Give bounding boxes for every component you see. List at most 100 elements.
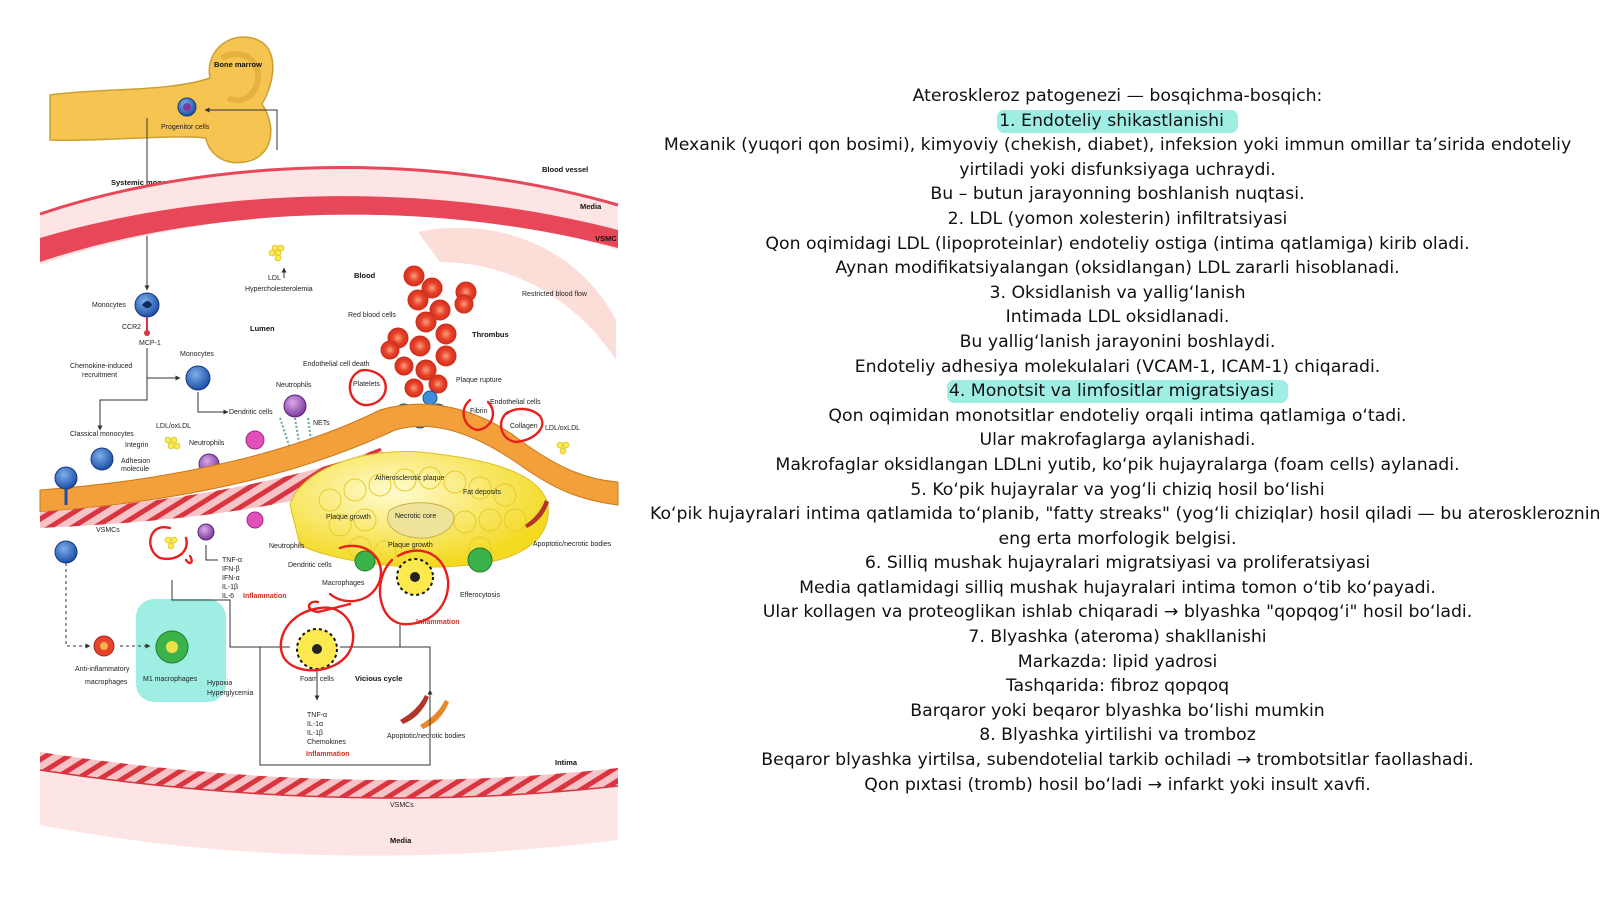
monocytes-label-2: Monocytes: [180, 351, 214, 358]
dendritic-cells-label-1: Dendritic cells: [229, 409, 273, 416]
atherosclerosis-diagram: Bone marrow Progenitor cells Systemic mo…: [39, 36, 619, 856]
note-line: Bu yallig‘lanish jarayonini boshlaydi.: [650, 330, 1585, 355]
thrombus-label: Thrombus: [472, 330, 509, 339]
cytokines-bottom: TNF-α IL-1α IL-1β Chemokines: [307, 712, 346, 746]
note-line: Qon pıxtasi (tromb) hosil bo‘ladi → infa…: [650, 773, 1585, 798]
media-bottom-label: Media: [390, 836, 412, 845]
note-line: eng erta morfologik belgisi.: [650, 527, 1585, 552]
note-text: Markazda: lipid yadrosi: [1017, 651, 1218, 672]
oxldl-particles: [164, 436, 570, 550]
note-line: Tashqarida: fibroz qopqoq: [650, 674, 1585, 699]
note-line: Endoteliy adhesiya molekulalari (VCAM-1,…: [650, 355, 1585, 380]
hypercholesterolemia-label: Hypercholesterolemia: [245, 286, 313, 293]
svg-text:IFN-β: IFN-β: [222, 566, 240, 573]
svg-text:TNF-α: TNF-α: [307, 712, 327, 719]
note-text: Makrofaglar oksidlangan LDLni yutib, ko‘…: [775, 454, 1460, 475]
highlighted-note-text: 4. Monotsit va limfositlar migratsiyasi: [946, 380, 1289, 404]
endothelium-layer: [39, 403, 619, 528]
note-line: Aynan modifikatsiyalangan (oksidlangan) …: [650, 256, 1585, 281]
note-text: 7. Blyashka (ateroma) shakllanishi: [968, 627, 1267, 648]
note-line: Ular kollagen va proteoglikan ishlab chi…: [650, 600, 1585, 625]
note-line: Media qatlamidagi silliq mushak hujayral…: [650, 576, 1585, 601]
note-line: 8. Blyashka yirtilishi va tromboz: [650, 723, 1585, 748]
note-line: 7. Blyashka (ateroma) shakllanishi: [650, 625, 1585, 650]
plaque-growth-label-1: Plaque growth: [326, 514, 371, 521]
note-text: Endoteliy adhesiya molekulalari (VCAM-1,…: [854, 356, 1381, 377]
neutrophils-label-1: Neutrophils: [276, 382, 312, 389]
note-text: Bu – butun jarayonning boshlanish nuqtas…: [930, 184, 1305, 205]
chemokine-recruitment-label-2: recruitment: [82, 372, 117, 379]
red-blood-cells: [380, 265, 477, 398]
fat-deposits-label: Fat deposits: [463, 489, 502, 496]
red-ink-annotations: [149, 368, 544, 672]
ldl-particles: [268, 244, 285, 262]
note-text: 5. Ko‘pik hujayralar va yog‘li chiziq ho…: [910, 479, 1325, 500]
note-text: Ko‘pik hujayralari intima qatlamida to‘p…: [650, 504, 1600, 525]
fibrin-label: Fibrin: [470, 408, 488, 415]
classical-monocytes-label: Classical monocytes: [70, 431, 134, 438]
note-text: Ular kollagen va proteoglikan ishlab chi…: [762, 602, 1473, 623]
inflammation-label-2: Inflammation: [416, 619, 460, 626]
svg-text:IFN-α: IFN-α: [222, 575, 240, 582]
foam-cell: [296, 628, 338, 670]
ldl-feedback-arrow: [204, 107, 278, 150]
highlighted-note-text: 1. Endoteliy shikastlanishi: [997, 109, 1238, 133]
note-line: 2. LDL (yomon xolesterin) infiltratsiyas…: [650, 207, 1585, 232]
notes-panel: Ateroskleroz patogenezi — bosqichma-bosq…: [650, 84, 1600, 798]
note-line: 5. Ko‘pik hujayralar va yog‘li chiziq ho…: [650, 478, 1585, 503]
dendritic-cells-label-2: Dendritic cells: [288, 562, 332, 569]
lumen-label: Lumen: [250, 324, 275, 333]
adhesion-molecule-label-1: Adhesion: [121, 458, 150, 465]
transmigrated-monocyte: [54, 540, 78, 564]
note-line: Bu – butun jarayonning boshlanish nuqtas…: [650, 182, 1585, 207]
note-text: Tashqarida: fibroz qopqoq: [1005, 676, 1230, 697]
blood-label: Blood: [354, 271, 376, 280]
plaque-growth-label-2: Plaque growth: [388, 542, 433, 549]
cytokines-left: TNF-α IFN-β IFN-α IL-1β IL-6: [222, 557, 242, 600]
inflammation-label-1: Inflammation: [243, 593, 287, 600]
red-blood-cells-label: Red blood cells: [348, 312, 396, 319]
vsmcs-bottom-label: VSMCs: [390, 802, 414, 809]
mcp1-label: MCP-1: [139, 340, 161, 347]
note-text: Media qatlamidagi silliq mushak hujayral…: [799, 577, 1436, 598]
note-text: 2. LDL (yomon xolesterin) infiltratsiyas…: [947, 208, 1288, 229]
note-line: Intimada LDL oksidlanadi.: [650, 305, 1585, 330]
necrotic-core-label: Necrotic core: [395, 513, 436, 520]
note-text: Qon oqimidagi LDL (lipoproteinlar) endot…: [765, 233, 1470, 254]
svg-text:TNF-α: TNF-α: [222, 557, 242, 564]
anti-inflammatory-macrophage: [93, 635, 115, 657]
note-line: Ko‘pik hujayralari intima qatlamida to‘p…: [650, 502, 1600, 527]
note-text: 3. Oksidlanish va yallig‘lanish: [989, 282, 1246, 303]
note-text: Mexanik (yuqori qon bosimi), kimyoviy (c…: [663, 135, 1572, 156]
note-line: Mexanik (yuqori qon bosimi), kimyoviy (c…: [650, 133, 1585, 158]
restricted-flow-arrow: [418, 227, 616, 360]
svg-text:IL-1β: IL-1β: [222, 584, 238, 591]
note-text: 8. Blyashka yirtilishi va tromboz: [979, 725, 1256, 746]
note-text: Qon oqimidan monotsitlar endoteliy orqal…: [828, 405, 1407, 426]
note-line: 1. Endoteliy shikastlanishi: [650, 109, 1585, 134]
atherosclerotic-plaque: [289, 451, 549, 568]
note-text: Intimada LDL oksidlanadi.: [1005, 307, 1230, 328]
svg-text:IL-1α: IL-1α: [307, 721, 323, 728]
collagen-label: Collagen: [510, 423, 538, 430]
note-line: 3. Oksidlanish va yallig‘lanish: [650, 281, 1585, 306]
note-text: Barqaror yoki beqaror blyashka bo‘lishi …: [910, 700, 1325, 721]
atherosclerotic-plaque-label: Atherosclerotic plaque: [375, 475, 444, 482]
blood-vessel-label: Blood vessel: [542, 165, 588, 174]
hypoxia-label: Hypoxia: [207, 680, 232, 687]
progenitor-cells-label: Progenitor cells: [161, 124, 210, 131]
note-line: Ular makrofaglarga aylanishadi.: [650, 428, 1585, 453]
vessel-wall-top: [39, 166, 619, 265]
endothelial-cells-label: Endothelial cells: [490, 399, 541, 406]
note-text: Aynan modifikatsiyalangan (oksidlangan) …: [835, 258, 1400, 279]
ccr2-label: CCR2: [122, 324, 141, 331]
note-line: Qon oqimidagi LDL (lipoproteinlar) endot…: [650, 232, 1585, 257]
vicious-cycle-label: Vicious cycle: [355, 674, 402, 683]
apoptotic-bodies-label-1: Apoptotic/necrotic bodies: [533, 541, 612, 548]
integrin-label: Integrin: [125, 442, 148, 449]
rolling-monocyte: [54, 466, 78, 490]
nets-label: NETs: [313, 420, 330, 427]
efferocytosis-label: Efferocytosis: [460, 592, 500, 599]
systemic-monocytosis-label: Systemic monocytosis: [111, 178, 192, 187]
m1-macrophages-label: M1 macrophages: [143, 676, 198, 683]
